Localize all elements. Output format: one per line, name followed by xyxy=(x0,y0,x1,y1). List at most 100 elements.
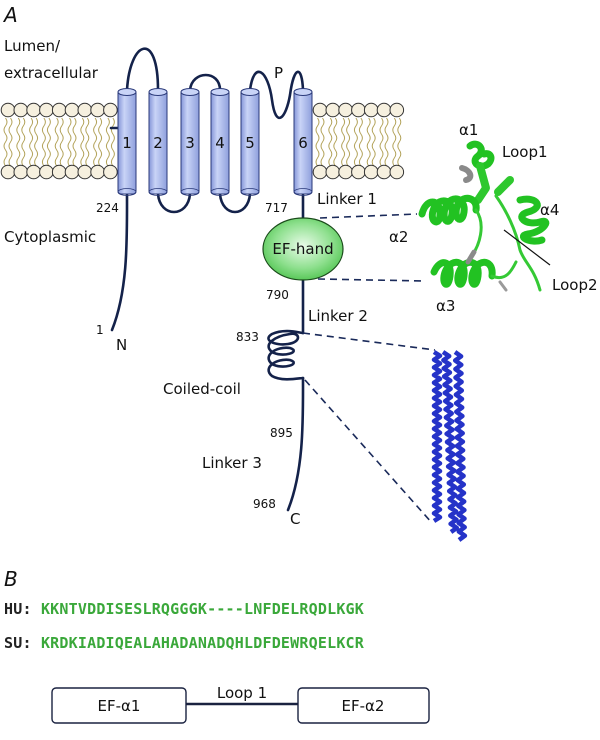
sequence-residues: KKNTVDDISESLRQGGGK----LNFDELRQDLKGK xyxy=(40,600,365,618)
coil-zoom-line-top xyxy=(302,332,436,351)
lipid-head xyxy=(26,102,41,118)
lipid-head xyxy=(26,164,41,180)
tm-helix-1: 1 xyxy=(117,88,137,196)
sequence-row-hu: HU: KKNTVDDISESLRQGGGK----LNFDELRQDLKGK xyxy=(4,600,364,618)
lipid-head xyxy=(90,164,105,180)
lipid-bilayer-right xyxy=(312,102,405,180)
tm-helix-number: 2 xyxy=(153,134,163,152)
alpha1-label: α1 xyxy=(459,121,478,139)
residue-895: 895 xyxy=(270,426,293,440)
tm-helix-2: 2 xyxy=(148,88,168,196)
loop-3-4 xyxy=(188,73,222,92)
alpha2-label: α2 xyxy=(389,228,408,246)
n-terminus-label: N xyxy=(116,336,127,354)
tm-helix-5: 5 xyxy=(240,88,260,196)
lipid-head xyxy=(376,164,392,180)
ef-alpha2-box xyxy=(297,687,430,724)
coil-strand xyxy=(431,350,443,523)
coiled-coil-helix xyxy=(267,329,305,381)
sequence-row-su: SU: KRDKIADIQEALAHADANADQHLDFDEWRQELKCR xyxy=(4,634,364,652)
sequence-tag: HU: xyxy=(4,600,32,618)
lipid-head xyxy=(338,164,353,180)
sequence-tag: SU: xyxy=(4,634,32,652)
efhand-zoom-line-top xyxy=(319,213,418,219)
lipid-head xyxy=(51,102,67,118)
sequence-residues: KRDKIADIQEALAHADANADQHLDFDEWRQELKCR xyxy=(40,634,365,652)
lipid-head xyxy=(0,102,16,118)
polypeptide-chain xyxy=(109,47,305,512)
lipid-head xyxy=(312,102,328,118)
loop-4-5 xyxy=(218,192,252,214)
alpha3-label: α3 xyxy=(436,297,455,315)
tm-helix-number: 6 xyxy=(298,134,308,152)
tm-helix-6: 6 xyxy=(293,88,313,196)
linker-3-label: Linker 3 xyxy=(202,454,262,472)
coil-strand xyxy=(452,350,468,542)
residue-833: 833 xyxy=(236,330,259,344)
panel-a-label: A xyxy=(2,3,18,27)
tm-helix-3: 3 xyxy=(180,88,200,196)
ef-hand-domain xyxy=(262,217,344,281)
residue-717: 717 xyxy=(265,201,288,215)
loop2-label: Loop2 xyxy=(552,276,598,294)
lipid-head xyxy=(312,164,328,180)
coiled-coil-crystal-structure xyxy=(431,350,468,542)
tm-helix-number: 5 xyxy=(245,134,255,152)
lipid-head xyxy=(0,164,16,180)
coiled-coil-label: Coiled-coil xyxy=(163,380,241,398)
c-terminus-label: C xyxy=(290,510,300,528)
lipid-head xyxy=(90,102,105,118)
alpha4-label: α4 xyxy=(540,201,559,219)
tm-helix-number: 4 xyxy=(215,134,225,152)
lipid-head xyxy=(351,102,366,118)
tm-helix-4: 4 xyxy=(210,88,230,196)
pore-loop xyxy=(248,70,305,120)
lumen-label: Lumen/ xyxy=(4,37,61,55)
linker-3-line xyxy=(286,376,305,512)
lipid-head xyxy=(39,164,54,180)
lipid-head xyxy=(39,102,54,118)
residue-968: 968 xyxy=(253,497,276,511)
loop1-scheme-label: Loop 1 xyxy=(217,684,267,702)
ef-alpha1-box xyxy=(51,687,187,724)
residue-790: 790 xyxy=(266,288,289,302)
ef-hand-crystal-structure xyxy=(418,140,550,292)
coil-zoom-line-bottom xyxy=(304,379,433,524)
lipid-head xyxy=(325,164,341,180)
lipid-head xyxy=(338,102,353,118)
extracellular-label: extracellular xyxy=(4,64,99,82)
coil-strand xyxy=(441,350,460,534)
lipid-head xyxy=(77,164,93,180)
efhand-zoom-line-bottom xyxy=(317,278,426,282)
loop-2-3 xyxy=(156,192,192,214)
lipid-head xyxy=(351,164,366,180)
lipid-head xyxy=(325,102,341,118)
lipid-head xyxy=(103,164,118,180)
linker-2-label: Linker 2 xyxy=(308,307,368,325)
lipid-head xyxy=(389,164,405,180)
tm-helix-number: 1 xyxy=(122,134,132,152)
lipid-head xyxy=(51,164,67,180)
pore-label: P xyxy=(274,64,283,82)
panel-b-label: B xyxy=(4,567,18,591)
loop1-label: Loop1 xyxy=(502,143,548,161)
lipid-head xyxy=(363,102,379,118)
lipid-head xyxy=(13,102,29,118)
ef-alpha1-label: EF-α1 xyxy=(98,697,141,715)
lipid-head xyxy=(64,164,80,180)
lipid-head xyxy=(389,102,405,118)
loop-1-2 xyxy=(125,47,160,92)
zoom-connector-lines xyxy=(302,213,436,524)
ef-alpha2-label: EF-α2 xyxy=(342,697,385,715)
residue-224: 224 xyxy=(96,201,119,215)
lipid-head xyxy=(103,102,118,118)
residue-1: 1 xyxy=(96,323,104,337)
lipid-head xyxy=(376,102,392,118)
lipid-head xyxy=(363,164,379,180)
lipid-head xyxy=(77,102,93,118)
lipid-bilayer-left xyxy=(0,102,118,180)
ef-hand-label: EF-hand xyxy=(272,240,333,258)
lipid-head xyxy=(13,164,29,180)
tm-helix-number: 3 xyxy=(185,134,195,152)
